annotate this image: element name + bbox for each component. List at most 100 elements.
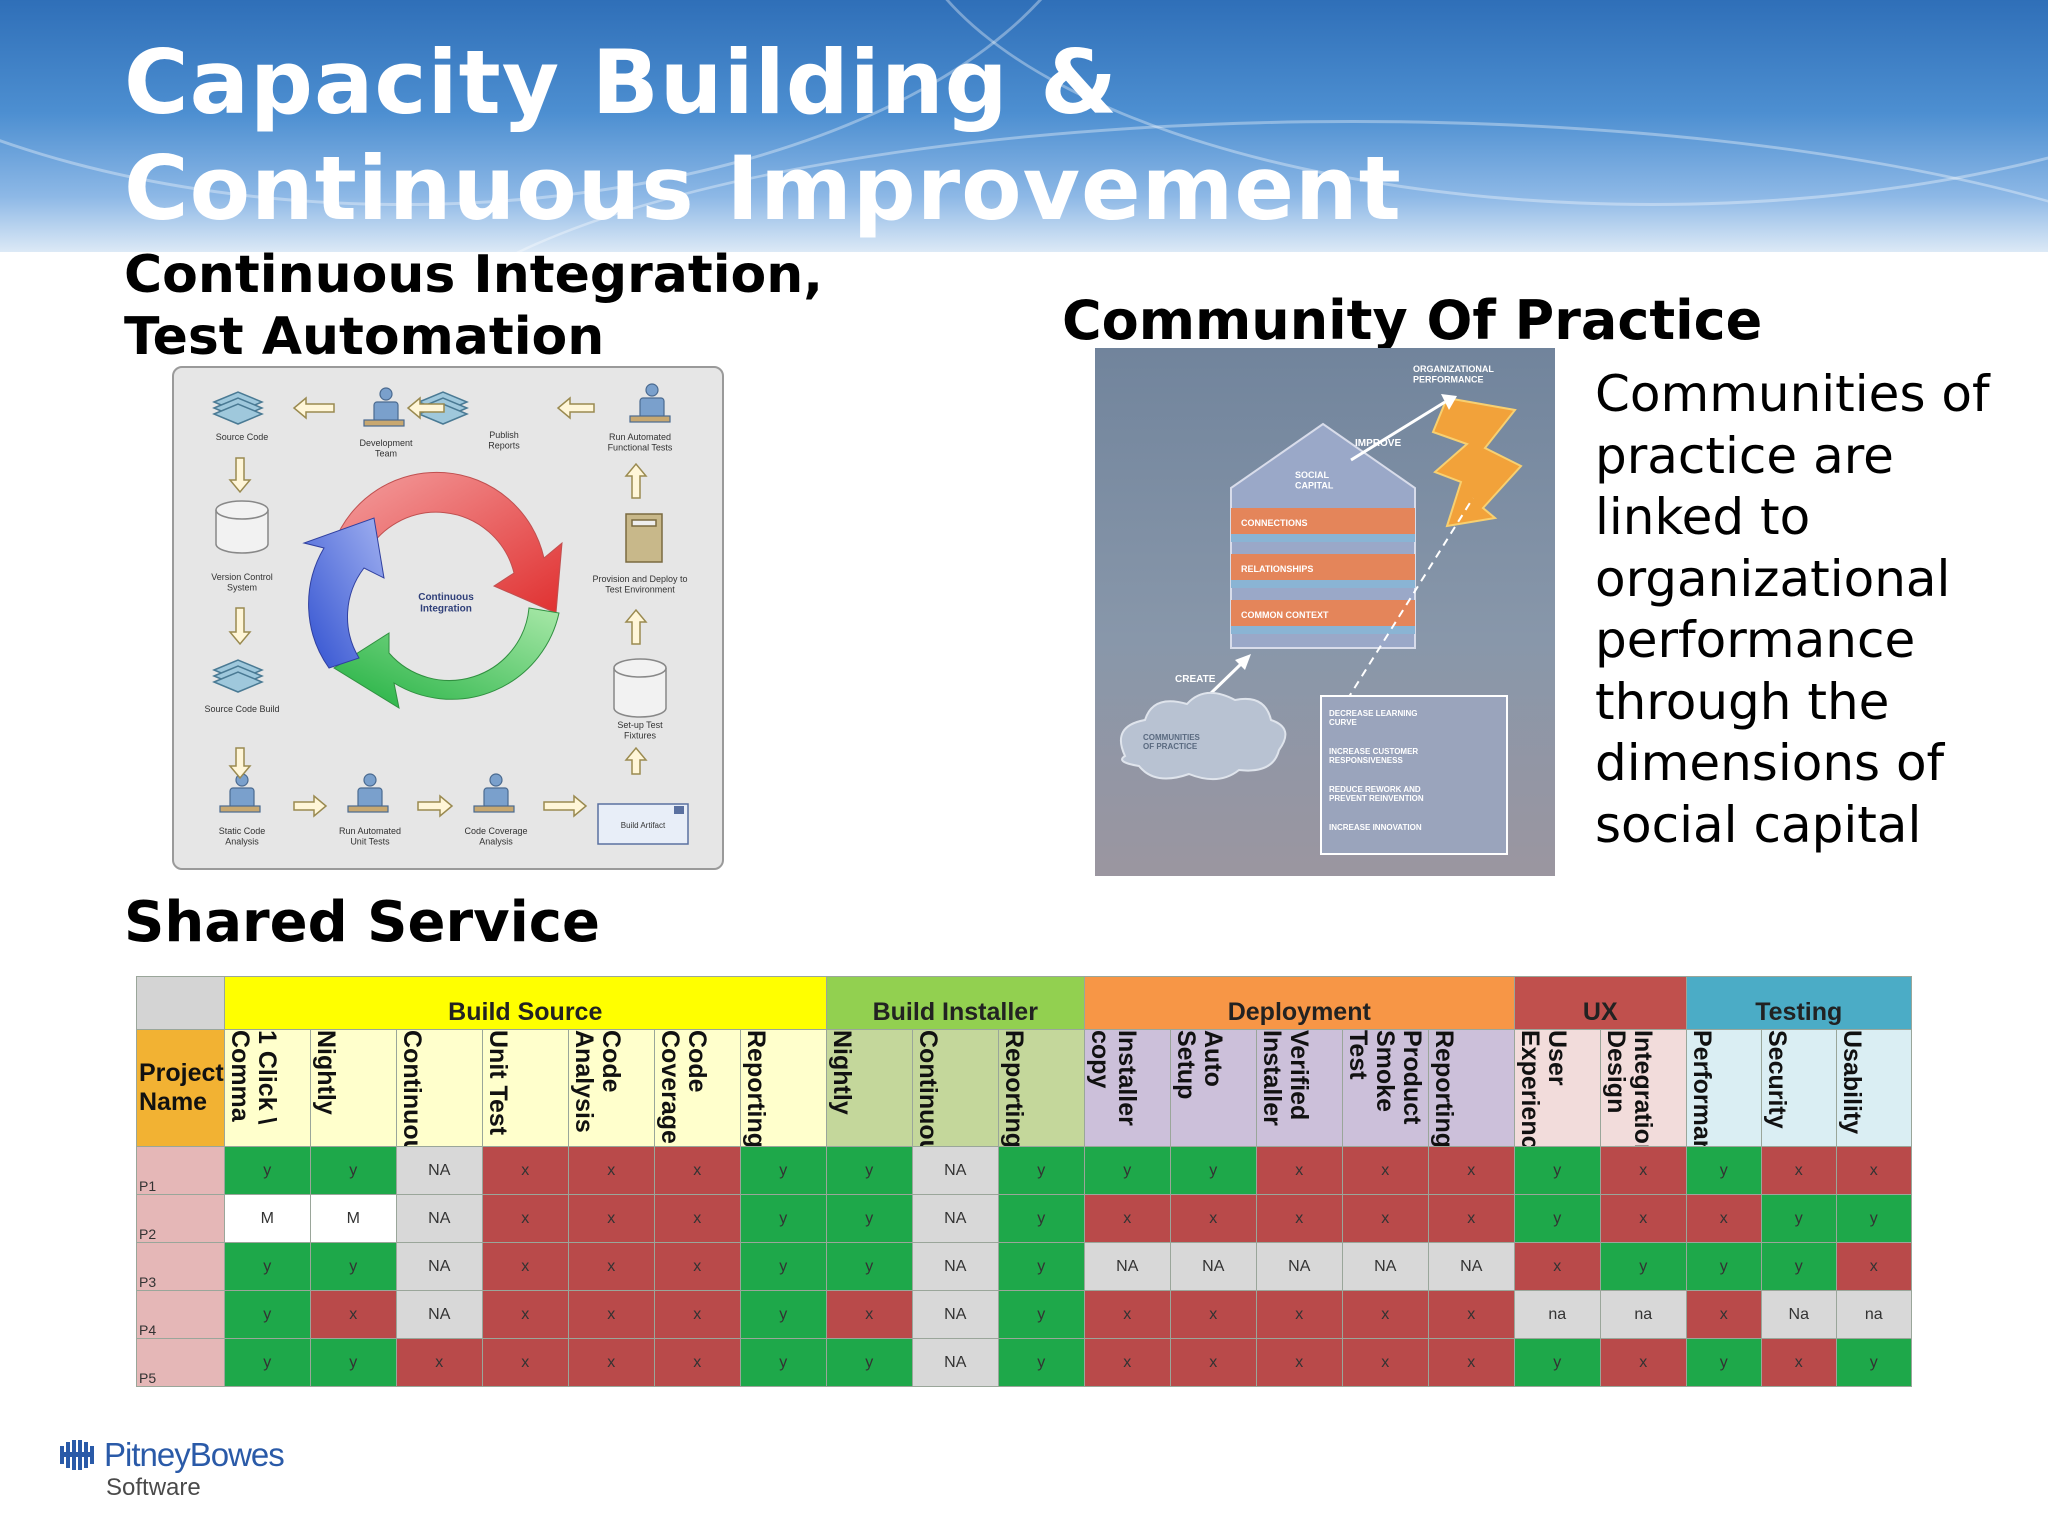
cop-label: COMMON CONTEXT [1241,610,1329,620]
status-cell: x [567,1242,655,1291]
corner-cell [136,976,225,1030]
column-header: Reporting [739,1029,827,1147]
status-cell: x [1341,1194,1429,1243]
status-cell: x [481,1194,569,1243]
column-header-label: 1 Click \ Comma [225,1030,280,1125]
column-header: 1 Click \ Comma [223,1029,311,1147]
status-cell: x [1427,1338,1515,1387]
group-header: UX [1513,976,1687,1030]
column-header: Security [1760,1029,1837,1147]
status-cell: x [1083,1338,1171,1387]
status-cell: y [223,1242,311,1291]
column-header-label: Continuous [913,1030,941,1146]
status-cell: x [1685,1194,1762,1243]
ci-heading-line-1: Continuous Integration, [124,245,824,305]
column-header-label: Unit Test [483,1030,511,1136]
status-cell: NA [395,1290,483,1339]
column-header: Continuous [911,1029,999,1147]
status-cell: x [481,1242,569,1291]
project-name-header: Project Name [136,1029,225,1147]
column-header: Code Coverage [653,1029,741,1147]
status-cell: na [1599,1290,1687,1339]
status-cell: NA [1341,1242,1429,1291]
column-header-label: Reporting [741,1030,769,1146]
column-header: Performance [1685,1029,1762,1147]
column-header-label: Reporting [999,1030,1027,1146]
status-cell: y [825,1146,913,1195]
status-cell: y [1169,1146,1257,1195]
cop-label: CONNECTIONS [1241,518,1308,528]
status-cell: y [997,1194,1085,1243]
group-header: Build Installer [825,976,1085,1030]
column-header-label: Code Coverage [655,1030,710,1144]
status-cell: x [481,1338,569,1387]
status-cell: NA [911,1290,999,1339]
status-cell: NA [911,1338,999,1387]
status-cell: y [1835,1338,1912,1387]
dashed-link [1346,497,1474,701]
status-cell: y [1685,1338,1762,1387]
status-cell: y [825,1194,913,1243]
status-cell: M [223,1194,311,1243]
ci-label: Source Code Build [204,704,279,714]
status-cell: Na [1760,1290,1837,1339]
column-header: Installer copy [1083,1029,1171,1147]
status-cell: x [1255,1290,1343,1339]
status-cell: NA [1169,1242,1257,1291]
column-header-label: Nightly [311,1030,339,1115]
cop-label: IMPROVE [1355,438,1401,449]
logo-subtitle: Software [106,1474,201,1501]
status-cell: y [309,1338,397,1387]
status-cell: x [1255,1194,1343,1243]
status-cell: x [1599,1146,1687,1195]
status-cell: x [1513,1242,1601,1291]
title-banner [0,0,2048,252]
cop-label: CREATE [1175,674,1216,685]
status-cell: x [1427,1194,1515,1243]
status-cell: x [567,1290,655,1339]
status-cell: y [997,1242,1085,1291]
column-header-label: Usability [1837,1030,1865,1135]
cycle-arrows [302,471,563,710]
status-cell: x [1255,1338,1343,1387]
slide-title-line-2: Continuous Improvement [124,137,1402,240]
status-cell: x [1341,1338,1429,1387]
status-cell: x [1835,1242,1912,1291]
column-header-label: Integration Design [1601,1030,1656,1146]
column-header-label: Continuous [397,1030,425,1146]
column-header: Reporting [997,1029,1085,1147]
status-cell: x [653,1290,741,1339]
status-cell: y [1513,1194,1601,1243]
status-cell: y [739,1338,827,1387]
status-cell: y [1685,1146,1762,1195]
status-cell: y [739,1290,827,1339]
column-header: Reporting [1427,1029,1515,1147]
pitney-bowes-mark-icon [60,1440,94,1470]
status-cell: y [997,1290,1085,1339]
project-name-cell: P3 [136,1242,225,1291]
project-name-cell: P5 [136,1338,225,1387]
status-cell: x [1599,1338,1687,1387]
status-cell: y [1760,1242,1837,1291]
group-header: Testing [1685,976,1912,1030]
status-cell: NA [1255,1242,1343,1291]
ci-label: Source Code [216,432,269,442]
status-cell: x [1255,1146,1343,1195]
column-header-label: Nightly [827,1030,855,1115]
column-header: Usability [1835,1029,1912,1147]
column-header: Code Analysis [567,1029,655,1147]
